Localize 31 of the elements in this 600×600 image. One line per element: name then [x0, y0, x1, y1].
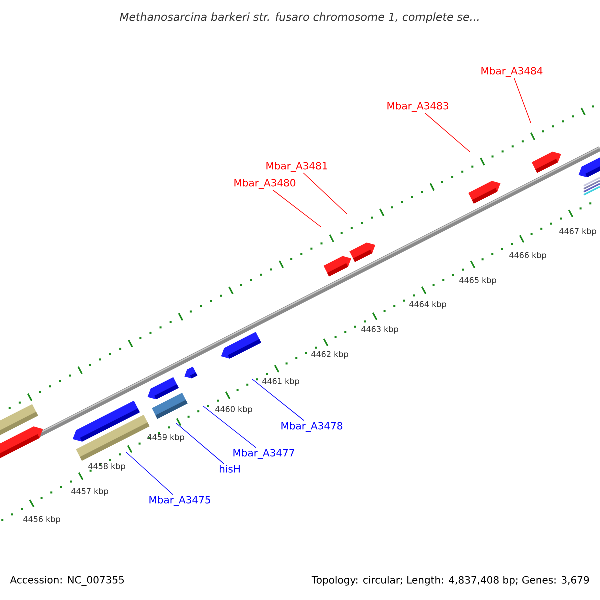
- footer-text: Topology: circular; Length: 4,837,408 bp; Genes: 3,679: [312, 576, 590, 586]
- gene-label: Mbar_A3484: [482, 67, 543, 77]
- scale-label: 4463 kbp: [362, 326, 398, 334]
- scale-label: 4461 kbp: [262, 378, 300, 386]
- leader-line: [126, 452, 174, 496]
- gene-label: Mbar_A3478: [282, 422, 343, 432]
- gene-label: Mbar_A3483: [388, 102, 448, 112]
- footer-text: Accession: NC_007355: [10, 576, 124, 586]
- scale-label: 4466 kbp: [510, 252, 546, 260]
- scale-label: 4464 kbp: [410, 301, 446, 309]
- scale-label: 4456 kbp: [24, 516, 60, 524]
- leader-line: [424, 112, 470, 152]
- gene-label: Mbar_A3477: [234, 449, 294, 459]
- leader-line: [176, 422, 224, 464]
- leader-line: [514, 78, 532, 124]
- gene-label: Mbar_A3480: [234, 179, 296, 189]
- gene-label: Mbar_A3475: [150, 496, 210, 506]
- scale-label: 4459 kbp: [148, 434, 184, 442]
- scale-label: 4458 kbp: [88, 463, 126, 471]
- gene-label: hisH: [220, 465, 240, 473]
- leader-line: [272, 190, 322, 228]
- gene-label: Mbar_A3481: [266, 162, 328, 172]
- scale-label: 4460 kbp: [216, 406, 252, 414]
- scale-label: 4457 kbp: [72, 488, 108, 496]
- leader-line: [202, 406, 256, 448]
- title: Methanosarcina barkeri str. fusaro chromosome 1, complete se...: [120, 12, 479, 24]
- scale-label: 4462 kbp: [312, 351, 348, 359]
- scale-label: 4465 kbp: [460, 277, 496, 285]
- leader-line: [303, 172, 348, 214]
- scale-label: 4467 kbp: [560, 228, 596, 236]
- leader-line: [252, 378, 305, 422]
